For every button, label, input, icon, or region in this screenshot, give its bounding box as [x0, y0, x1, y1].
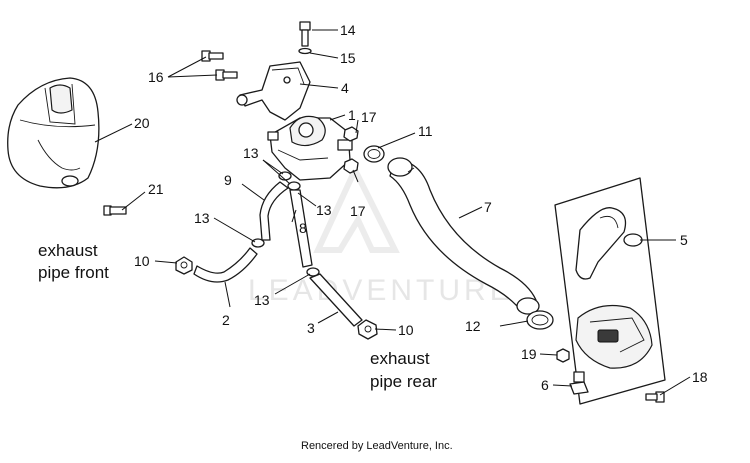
exhaust-front-label-line1: exhaust	[38, 241, 98, 260]
callout-13b: 13	[316, 202, 332, 218]
heat-shield-front	[7, 77, 100, 189]
callout-16: 16	[148, 69, 164, 85]
callout-13d: 13	[254, 292, 270, 308]
callout-18: 18	[692, 369, 708, 385]
watermark-logo-icon	[313, 163, 400, 253]
callout-10a: 10	[134, 253, 150, 269]
air-valve-1	[267, 115, 353, 181]
pipe-3	[309, 273, 363, 327]
bracket-4	[236, 61, 311, 121]
hose-9	[259, 181, 289, 241]
exhaust-rear-label-line2: pipe rear	[370, 372, 437, 391]
exhaust-rear-label-line1: exhaust	[370, 349, 430, 368]
callout-13a: 13	[243, 145, 259, 161]
callout-1: 1	[348, 107, 356, 123]
nuts-17	[343, 126, 359, 174]
callout-2: 2	[222, 312, 230, 328]
watermark-text: LEADVENTURE	[248, 274, 514, 307]
bolt-14-washer-15	[298, 21, 312, 55]
bolt-18	[645, 391, 665, 403]
pipe-2	[193, 247, 258, 283]
callout-4: 4	[341, 80, 349, 96]
clamps-13	[251, 171, 320, 277]
callout-15: 15	[340, 50, 356, 66]
callout-13c: 13	[194, 210, 210, 226]
credit-line: Rencered by LeadVenture, Inc.	[301, 440, 453, 452]
callout-5: 5	[680, 232, 688, 248]
group-5	[554, 177, 666, 405]
callout-7: 7	[484, 199, 492, 215]
clamp-12	[526, 310, 554, 330]
nuts-10	[175, 256, 378, 340]
callout-17b: 17	[350, 203, 366, 219]
callout-20: 20	[134, 115, 150, 131]
callout-8: 8	[299, 220, 307, 236]
callout-19: 19	[521, 346, 537, 362]
clamp-11	[363, 145, 385, 163]
area-labels: exhaust pipe front exhaust pipe rear	[38, 241, 437, 391]
bolt-21	[103, 205, 127, 216]
nut-19	[556, 348, 570, 363]
exhaust-front-label-line2: pipe front	[38, 263, 109, 282]
callout-21: 21	[148, 181, 164, 197]
bolts-16	[201, 50, 238, 81]
callout-9: 9	[224, 172, 232, 188]
callout-11: 11	[418, 123, 433, 139]
callout-17a: 17	[361, 109, 377, 125]
hose-7	[387, 157, 540, 315]
callout-6: 6	[541, 377, 549, 393]
clip-6	[569, 371, 589, 395]
callout-10b: 10	[398, 322, 414, 338]
callout-12: 12	[465, 318, 481, 334]
leader-lines	[94, 29, 691, 396]
callout-3: 3	[307, 320, 315, 336]
hose-8	[289, 189, 313, 268]
watermark: LEADVENTURE	[248, 163, 514, 307]
callout-14: 14	[340, 22, 356, 38]
callouts: 14 15 16 4 1 17 11 20 21 13 13 9 8 13 17…	[134, 22, 708, 393]
